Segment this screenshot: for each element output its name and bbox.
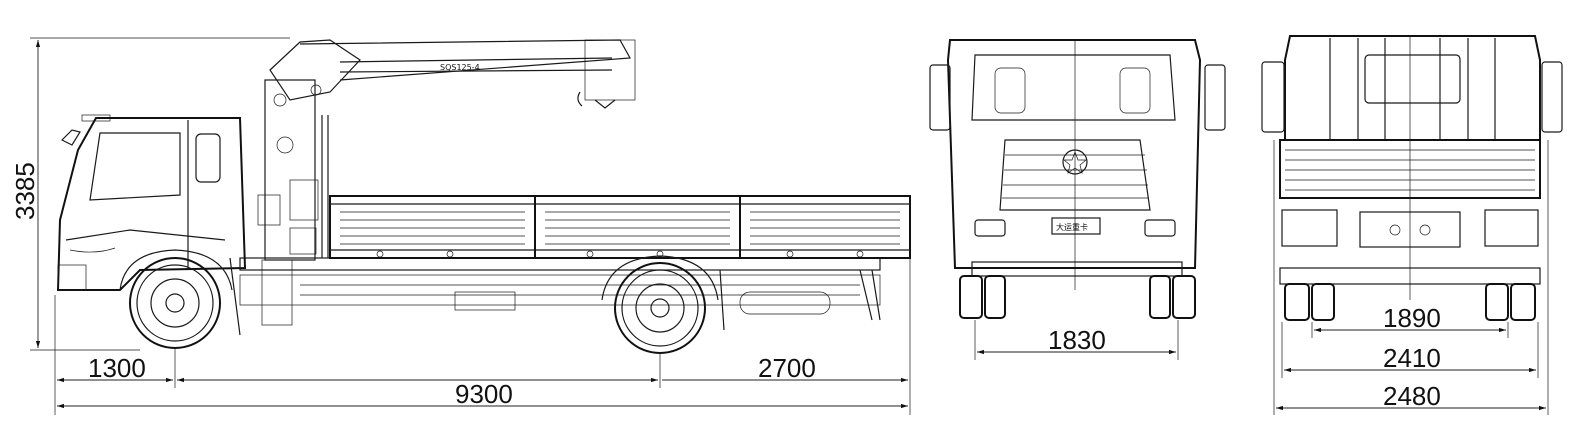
body-width-label: 2410 — [1383, 343, 1441, 373]
front-wheel — [119, 249, 233, 349]
dim-front-overhang: 1300 — [54, 295, 176, 415]
rear-view: 1890 2410 2480 — [1261, 35, 1563, 415]
dim-overall-height: 3385 — [10, 37, 290, 351]
overall-height-label: 3385 — [10, 162, 40, 220]
crane: SQS125-4 — [257, 39, 636, 326]
dim-wheelbase: 2700 — [177, 352, 908, 388]
dim-body-width: 2410 — [1281, 322, 1539, 378]
front-view: 大运重卡 1830 — [929, 39, 1226, 360]
side-view: SQS125-4 — [10, 37, 911, 415]
rear-track-label: 1890 — [1383, 303, 1441, 333]
left-mirror — [929, 64, 951, 131]
right-mirror — [1204, 64, 1226, 131]
cargo-bed — [329, 195, 911, 259]
front-track-label: 1830 — [1048, 325, 1106, 355]
chassis-frame — [239, 257, 881, 331]
dim-front-track: 1830 — [974, 320, 1179, 360]
bed-hinges — [376, 250, 864, 258]
bed-ribs — [340, 211, 900, 245]
front-overhang-label: 1300 — [88, 353, 146, 383]
dim-overall-length: 9300 — [57, 258, 911, 415]
dim-overall-width: 2480 — [1273, 140, 1549, 415]
dim-rear-track: 1890 — [1311, 303, 1509, 338]
wheelbase-label: 2700 — [758, 353, 816, 383]
overall-width-label: 2480 — [1383, 381, 1441, 411]
cab — [56, 114, 247, 291]
overall-length-label: 9300 — [455, 379, 513, 409]
crane-model-label: SQS125-4 — [440, 63, 480, 72]
front-mudflap — [229, 257, 241, 336]
plate-label: 大运重卡 — [1056, 222, 1088, 232]
